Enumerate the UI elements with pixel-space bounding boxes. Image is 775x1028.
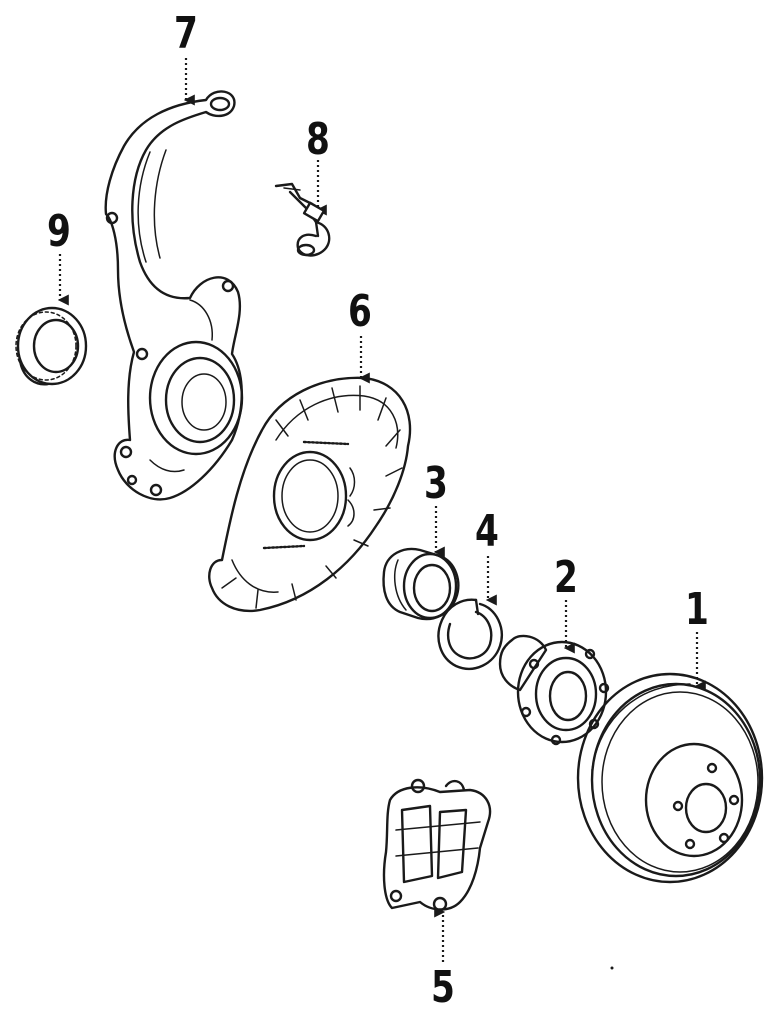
callout-9-label: 9 bbox=[47, 206, 71, 257]
stray-dot bbox=[610, 966, 614, 970]
caliper-drawing bbox=[382, 778, 492, 912]
callout-6-label: 6 bbox=[348, 286, 372, 337]
hub-drawing bbox=[498, 634, 610, 746]
abs-sensor-drawing bbox=[274, 182, 331, 257]
callout-2-label: 2 bbox=[554, 552, 578, 603]
callout-3-label: 3 bbox=[424, 458, 448, 509]
callout-7-label: 7 bbox=[174, 8, 198, 59]
callout-1-label: 1 bbox=[685, 584, 709, 635]
callout-4-label: 4 bbox=[475, 506, 499, 557]
brake-rotor-drawing bbox=[576, 672, 764, 884]
splash-shield-drawing bbox=[208, 376, 412, 613]
leader-lines bbox=[57, 58, 706, 962]
tone-ring-drawing bbox=[15, 306, 88, 386]
steering-knuckle-drawing bbox=[104, 90, 244, 501]
callout-5-label: 5 bbox=[431, 962, 455, 1013]
snap-ring-drawing bbox=[437, 598, 503, 670]
callout-8-label: 8 bbox=[306, 114, 330, 165]
wheel-bearing-drawing bbox=[382, 547, 460, 621]
